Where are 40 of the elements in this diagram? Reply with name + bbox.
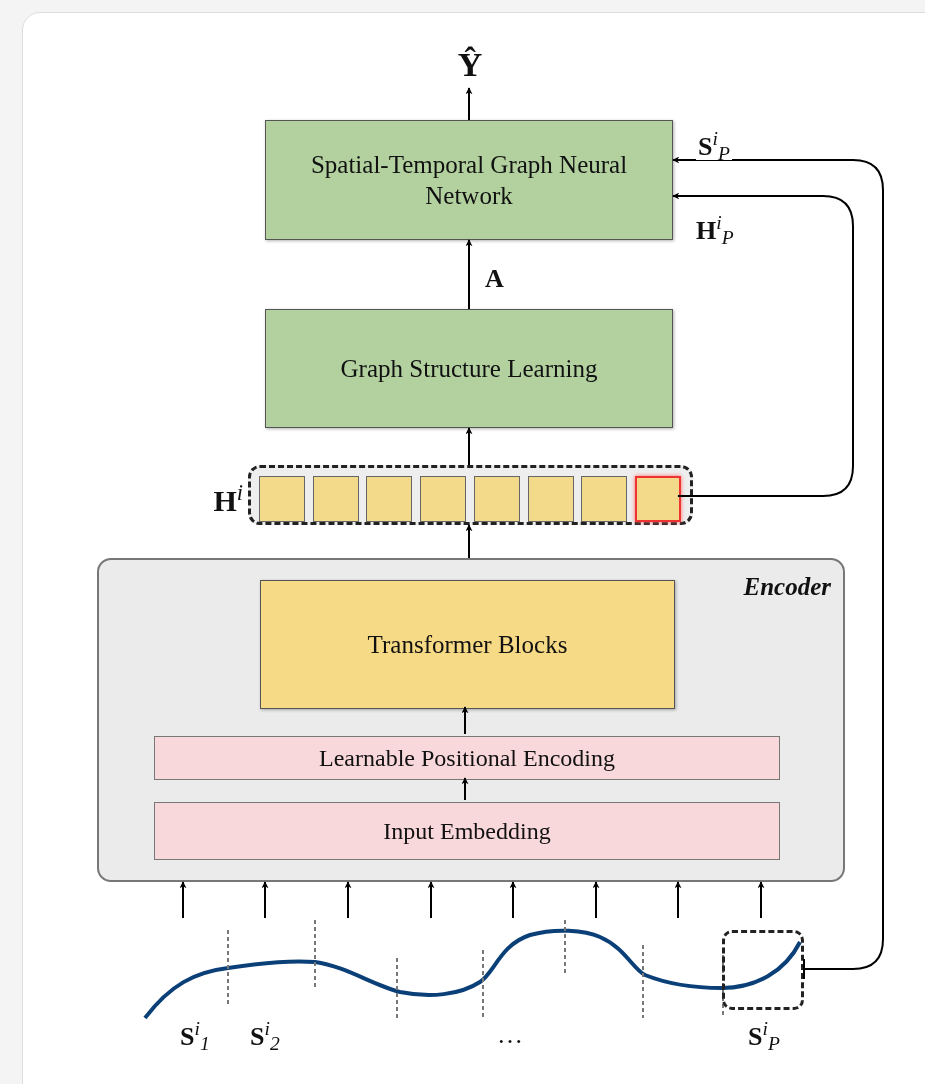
embedding-cell — [581, 476, 628, 522]
arrow — [672, 156, 884, 980]
arrow — [509, 881, 517, 919]
embedding-symbol: H$^{i}$ — [213, 478, 243, 519]
arrow — [427, 881, 435, 919]
process-box — [265, 309, 673, 428]
arrow — [465, 427, 473, 466]
arrow — [465, 239, 473, 310]
arrow — [461, 706, 469, 735]
embedding-cell — [473, 476, 520, 522]
arrow — [344, 881, 352, 919]
layer-bar — [154, 802, 780, 860]
embedding-cell — [259, 476, 305, 522]
arrow — [672, 192, 854, 497]
box-label: Graph Structure Learning — [339, 353, 599, 384]
box-label: Transformer Blocks — [366, 629, 569, 660]
embedding-cell — [420, 476, 467, 522]
arrow — [592, 881, 600, 919]
highlighted-cell — [634, 476, 681, 522]
layer-bar — [154, 736, 780, 780]
embedding-cell — [366, 476, 413, 522]
embedding-cell — [527, 476, 574, 522]
encoder-panel — [97, 558, 845, 882]
encoder-heading: Encoder — [743, 572, 831, 602]
output-label: Ŷ — [457, 44, 483, 85]
arrow — [757, 881, 765, 919]
transformer-box — [260, 580, 675, 709]
box-label: Spatial-Temporal Graph Neural Network — [309, 149, 629, 211]
arrow — [465, 524, 473, 559]
box-label: Learnable Positional Encoding — [318, 744, 616, 773]
process-box — [265, 120, 673, 240]
arrow — [179, 881, 187, 919]
arrow — [674, 881, 682, 919]
arrow — [465, 87, 473, 121]
box-label: Input Embedding — [382, 817, 552, 846]
embedding-cell — [312, 476, 359, 522]
segment-label: … — [497, 1022, 523, 1048]
segment-box — [722, 930, 804, 1010]
arrow — [461, 777, 469, 801]
arrow — [261, 881, 269, 919]
